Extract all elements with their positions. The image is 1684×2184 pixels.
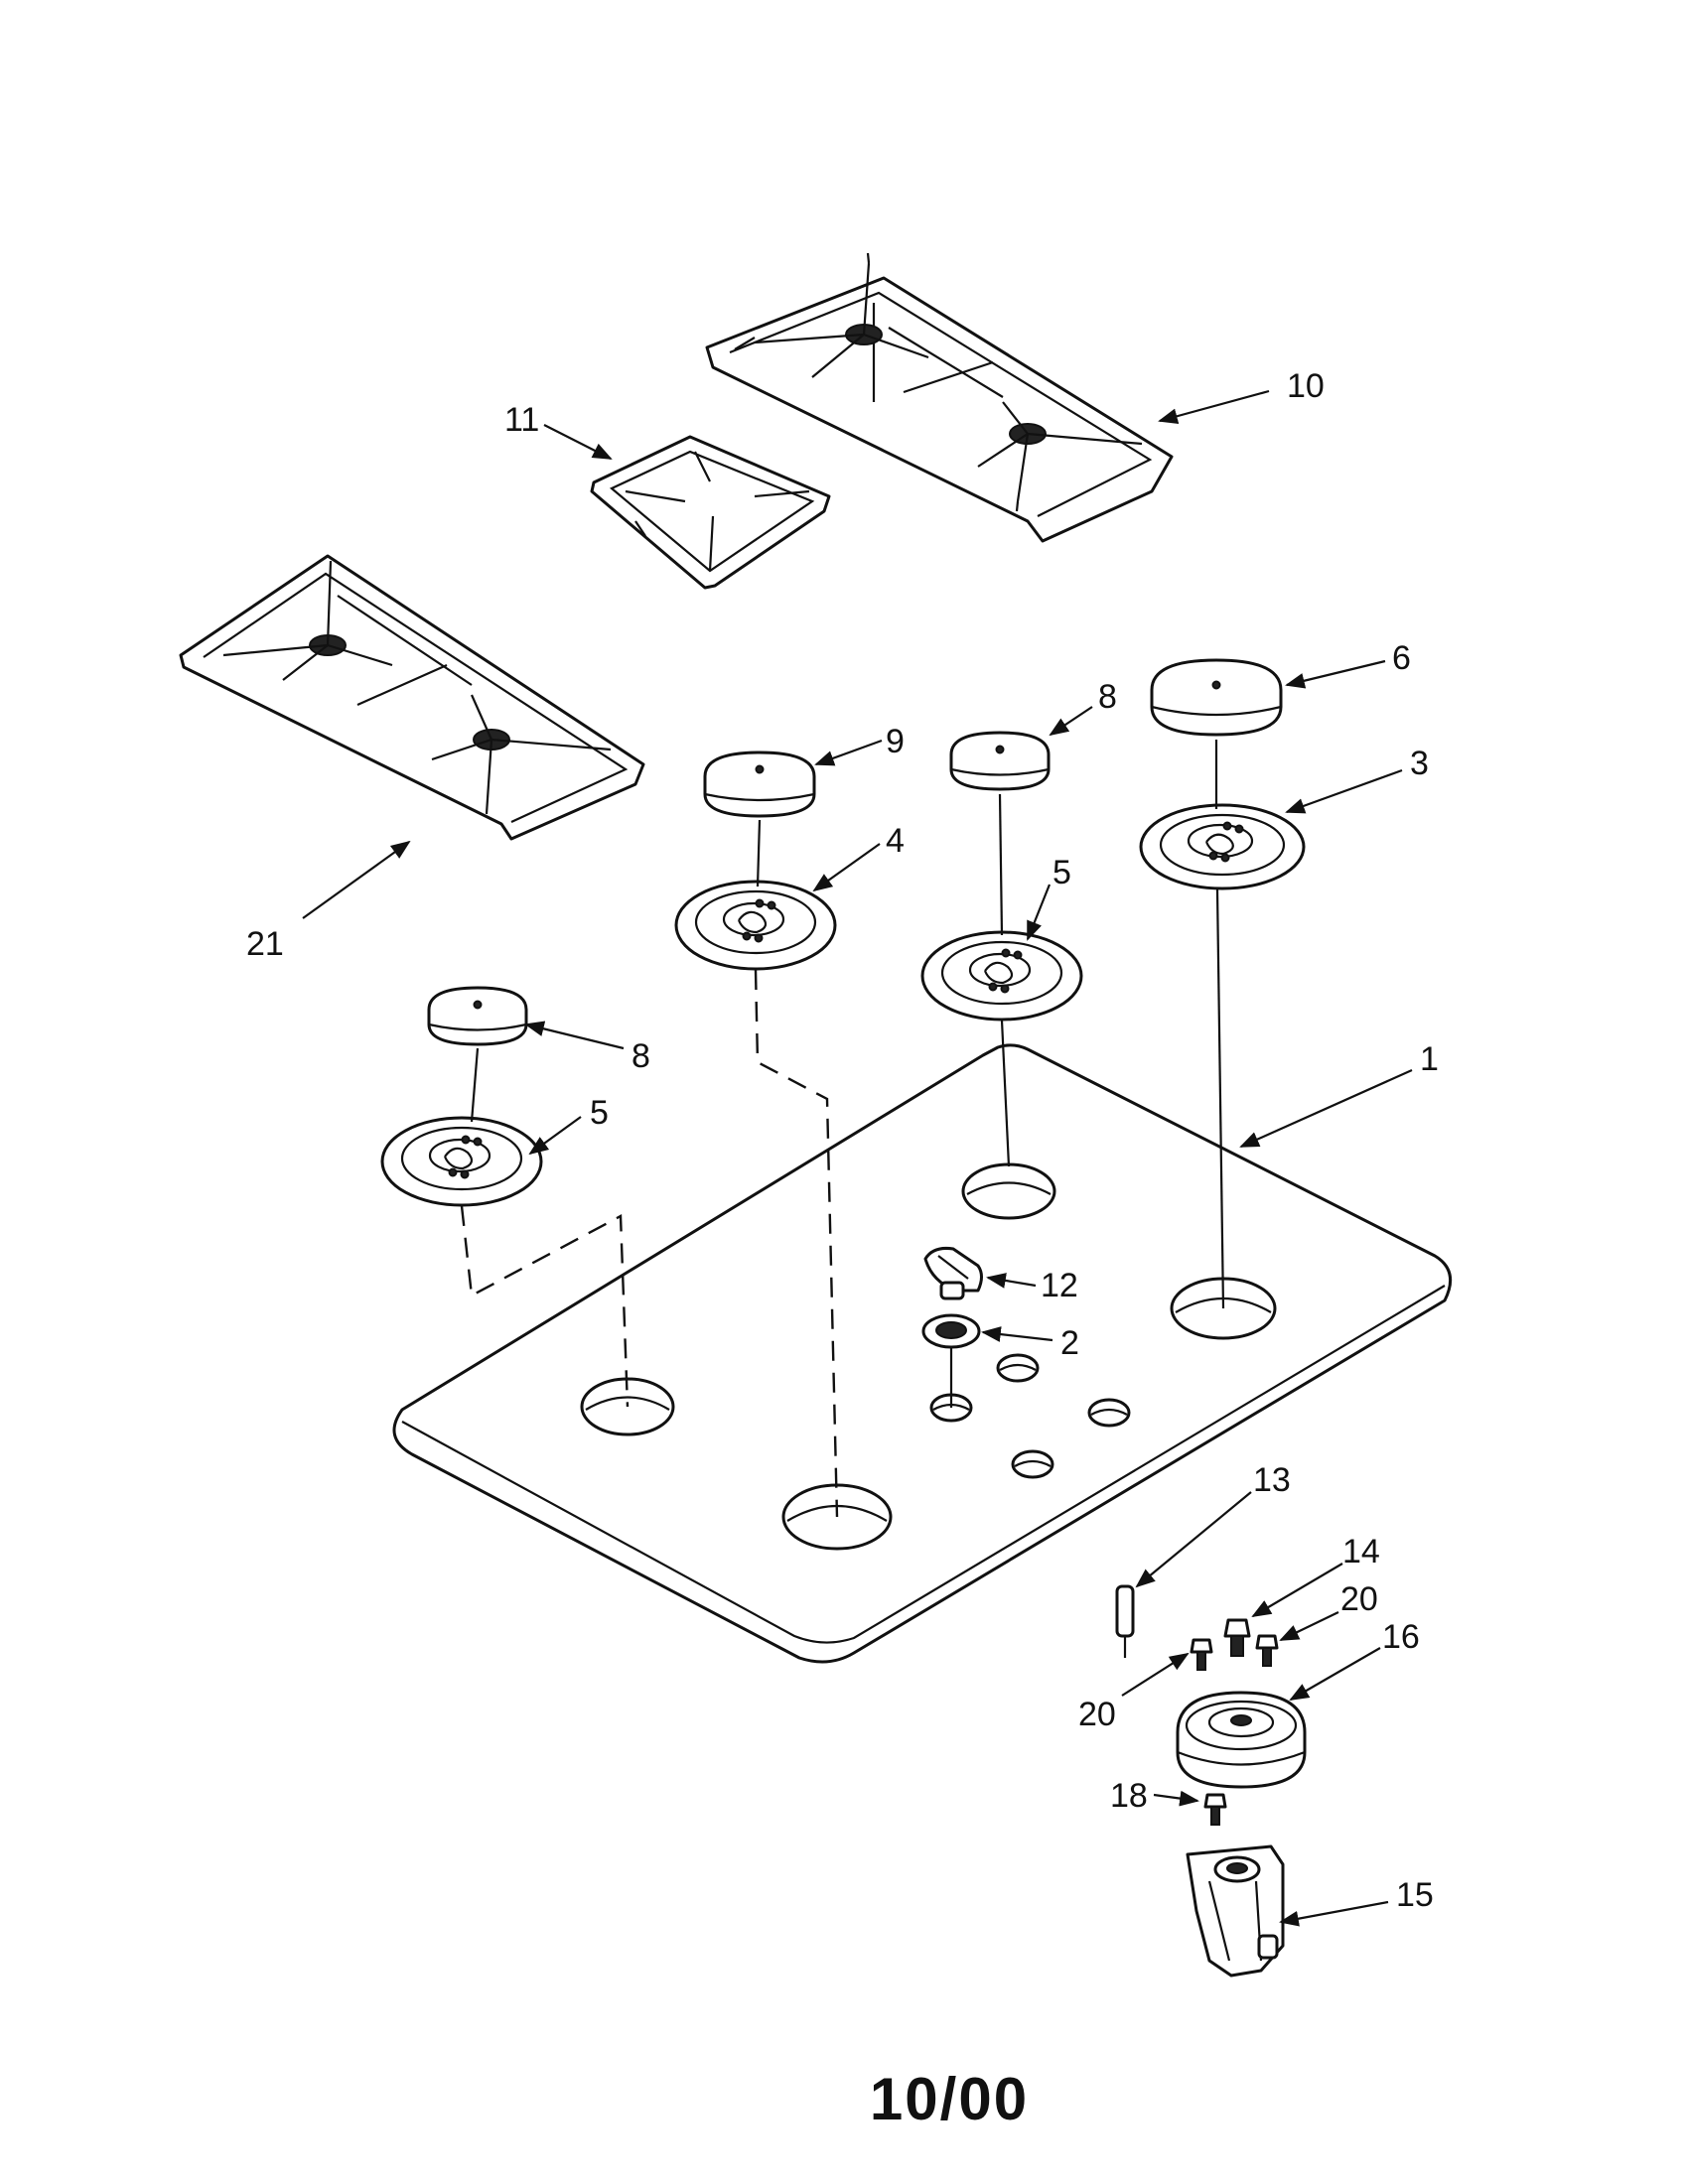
callout-6: 6 [1392, 639, 1411, 677]
grate-right [705, 252, 1174, 543]
callout-12: 12 [1041, 1267, 1078, 1304]
callout-18: 18 [1110, 1777, 1148, 1815]
orifice-screw [1223, 1618, 1251, 1657]
electrode [1115, 1584, 1135, 1658]
burner-head [1176, 1691, 1307, 1789]
callout-9: 9 [886, 723, 905, 760]
screw-20-right [1255, 1634, 1279, 1667]
alignment-lines [460, 740, 1225, 1518]
cooktop-valve-hole [1087, 1398, 1131, 1428]
callout-8-right: 8 [1098, 678, 1117, 716]
callout-1: 1 [1420, 1040, 1439, 1078]
grate-center [590, 435, 831, 590]
callout-14: 14 [1342, 1533, 1380, 1570]
leader-lines [302, 389, 1413, 1927]
callout-13: 13 [1253, 1461, 1291, 1499]
burner-base-5-right [920, 930, 1083, 1022]
screw-18 [1203, 1793, 1227, 1826]
callout-10: 10 [1287, 367, 1325, 405]
burner-valve [1186, 1844, 1285, 1978]
burner-base-3 [1139, 803, 1306, 890]
callout-5-right: 5 [1052, 854, 1071, 891]
callout-11: 11 [504, 401, 539, 439]
callout-5-left: 5 [590, 1094, 609, 1132]
cooktop-surface [392, 1043, 1453, 1664]
callout-4: 4 [886, 822, 905, 860]
knob-bezel [921, 1313, 981, 1349]
burner-base-4 [674, 880, 837, 971]
callout-15: 15 [1396, 1876, 1434, 1914]
burner-cap-9 [703, 751, 816, 818]
grate-left [179, 554, 645, 841]
cooktop-valve-hole [1011, 1449, 1054, 1479]
callout-20-right: 20 [1340, 1580, 1378, 1618]
cooktop-burner-hole [961, 1162, 1056, 1220]
screw-20-left [1190, 1638, 1213, 1671]
burner-cap-8-left [427, 986, 528, 1046]
callout-2: 2 [1060, 1324, 1079, 1362]
callout-20-left: 20 [1078, 1696, 1116, 1733]
callout-21: 21 [246, 925, 284, 963]
callout-labels: 10 11 21 6 8 9 3 4 5 8 5 1 12 2 13 14 20… [246, 367, 1439, 1914]
callout-3: 3 [1410, 745, 1429, 782]
callout-8-left: 8 [632, 1037, 650, 1075]
burner-cap-8-right [949, 731, 1051, 791]
date-code: 10/00 [870, 2066, 1029, 2132]
cooktop-valve-hole [996, 1353, 1040, 1383]
control-knob [923, 1247, 983, 1300]
burner-cap-6 [1150, 658, 1283, 737]
burner-base-5-left [380, 1116, 543, 1207]
callout-16: 16 [1382, 1618, 1420, 1656]
